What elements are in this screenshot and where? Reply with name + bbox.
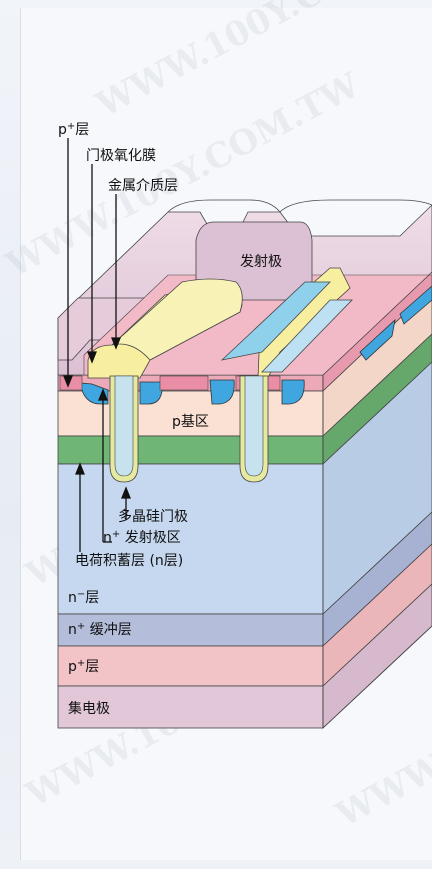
label-text: 层 [75, 122, 90, 138]
label-text: p [58, 122, 67, 138]
trench-poly-gate [114, 375, 134, 477]
label-sup: − [76, 589, 86, 600]
p-plus-contact [281, 379, 305, 405]
label-emitter: 发射极 [240, 254, 282, 270]
label-text: 发射极区 [120, 530, 181, 546]
label-p-plus-bottom: p+层 [68, 658, 100, 676]
label-text: p [68, 659, 77, 675]
n-drift-layer [57, 463, 324, 615]
label-text: 缓冲层 [85, 622, 132, 638]
label-dielectric: 金属介质层 [108, 178, 178, 194]
label-sup: + [111, 529, 121, 540]
p-plus-collector-layer [57, 645, 324, 687]
gate-bar-top [220, 281, 331, 361]
label-sup: + [66, 121, 76, 132]
label-poly-gate: 多晶硅门极 [118, 509, 188, 525]
label-n-minus: n−层 [68, 589, 100, 607]
side-p-plus-contact [399, 285, 432, 325]
label-text: 层 [85, 659, 100, 675]
label-gate-oxide: 门极氧化膜 [86, 148, 156, 164]
p-plus-contact [209, 379, 235, 405]
label-p-plus-top: p+层 [58, 121, 90, 139]
leader-arrows [63, 138, 131, 552]
label-p-base: p基区 [172, 414, 209, 430]
label-collector: 集电极 [68, 701, 110, 717]
emitter-metal-ridge [167, 199, 281, 213]
label-sup: + [76, 621, 86, 632]
trench-poly-gate [244, 375, 264, 477]
dielectric-top-1 [111, 278, 243, 361]
gate-bar [261, 299, 353, 373]
label-text: n [68, 590, 77, 606]
label-text: n [103, 530, 112, 546]
side-p-plus-contact [359, 318, 396, 361]
label-sup: + [76, 658, 86, 669]
n-plus-emitter-region [159, 375, 209, 391]
charge-storage-layer [57, 435, 324, 465]
label-charge-storage: 电荷积蓄层 (n层) [75, 553, 184, 569]
collector-metal-layer [57, 685, 324, 729]
label-n-plus-emitter: n+ 发射极区 [103, 529, 181, 547]
label-text: n [68, 622, 77, 638]
emitter-metal-ridge [279, 199, 432, 213]
label-n-buffer: n+ 缓冲层 [68, 621, 132, 639]
edge-line [322, 625, 432, 729]
label-text: 层 [85, 590, 100, 606]
